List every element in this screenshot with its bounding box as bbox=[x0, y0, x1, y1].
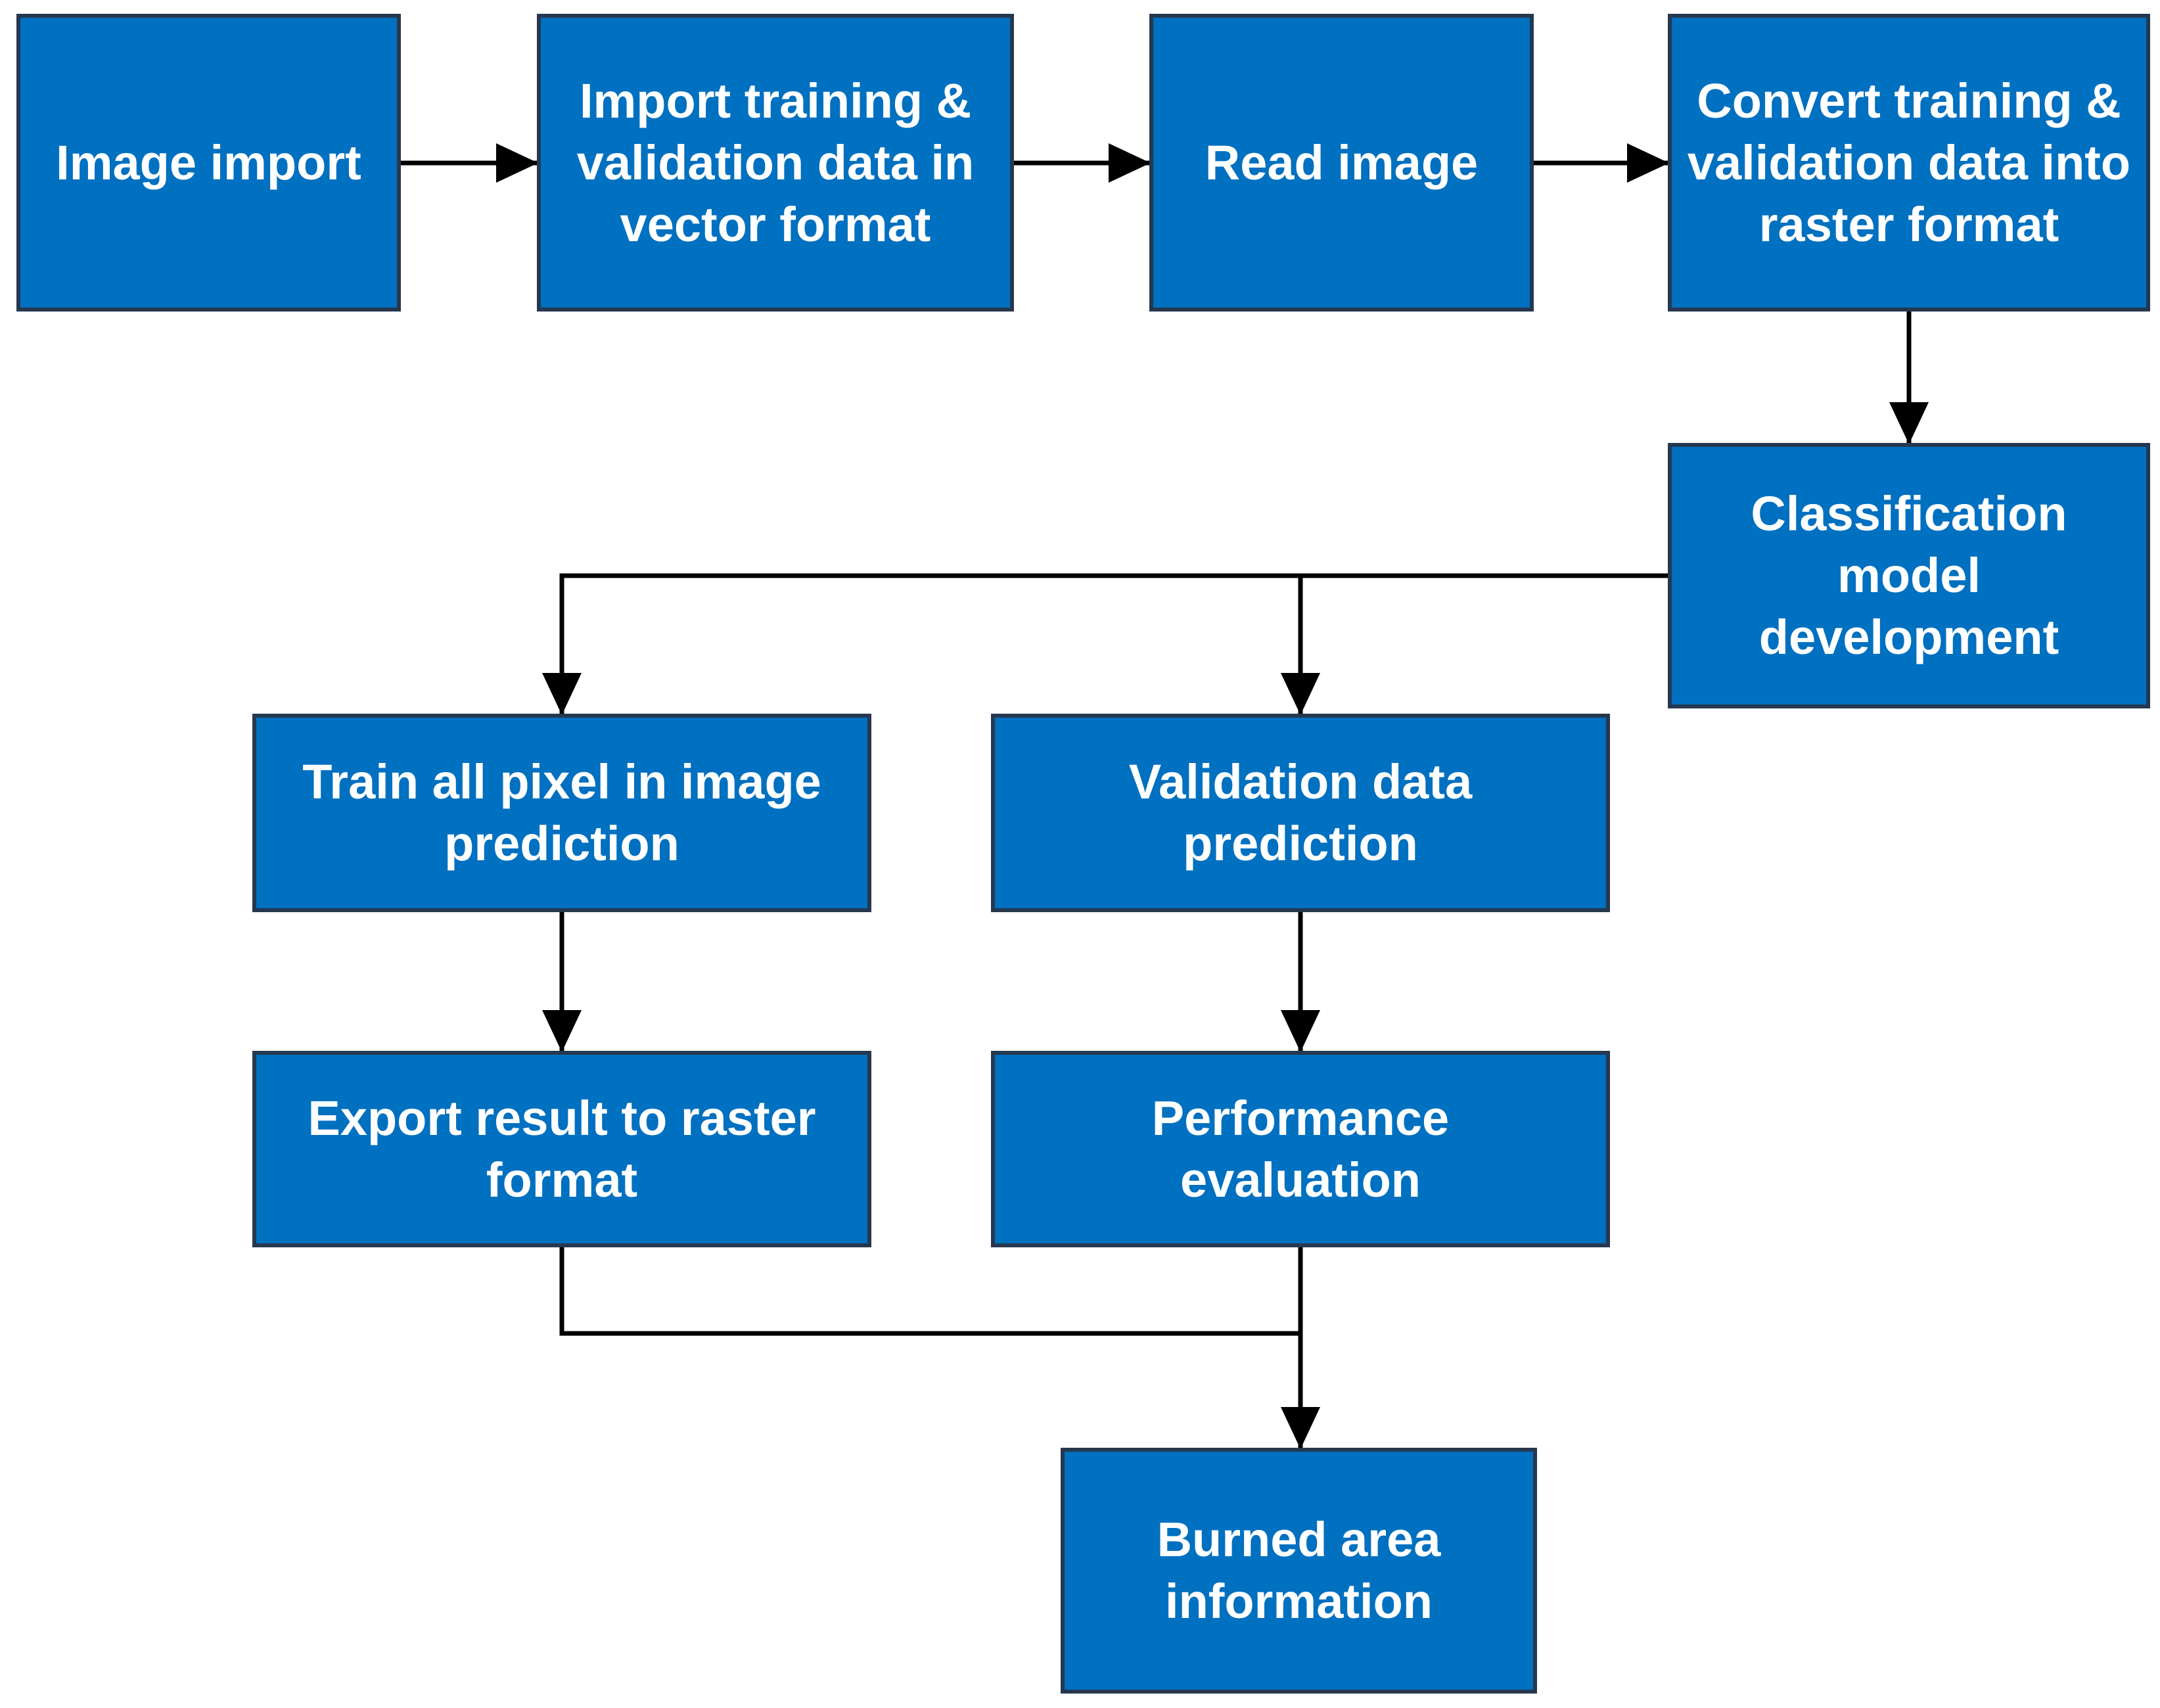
validation-prediction-box: Validation data prediction bbox=[991, 714, 1610, 912]
convert-training-validation-label: Convert training & validation data into … bbox=[1687, 73, 2131, 252]
image-import-box: Image import bbox=[16, 14, 401, 312]
read-image-box: Read image bbox=[1149, 14, 1534, 312]
performance-evaluation-box: Performance evaluation bbox=[991, 1051, 1610, 1247]
classification-model-label: Classification model development bbox=[1751, 486, 2067, 664]
validation-prediction-label: Validation data prediction bbox=[1128, 754, 1473, 871]
train-all-pixel-label: Train all pixel in image prediction bbox=[302, 754, 821, 871]
export-result-label: Export result to raster format bbox=[308, 1090, 816, 1207]
connector-export-to-merge bbox=[559, 1247, 1300, 1336]
classification-model-box: Classification model development bbox=[1668, 443, 2150, 708]
burned-area-label: Burned area information bbox=[1157, 1512, 1441, 1628]
performance-evaluation-label: Performance evaluation bbox=[1151, 1090, 1450, 1207]
convert-training-validation-box: Convert training & validation data into … bbox=[1668, 14, 2150, 312]
train-all-pixel-box: Train all pixel in image prediction bbox=[252, 714, 871, 912]
import-training-validation-label: Import training & validation data in vec… bbox=[576, 73, 975, 252]
export-result-box: Export result to raster format bbox=[252, 1051, 871, 1247]
arrow-classification-to-train-all-pixel bbox=[542, 573, 1668, 715]
image-import-label: Image import bbox=[56, 135, 361, 190]
import-training-validation-box: Import training & validation data in vec… bbox=[537, 14, 1014, 312]
read-image-label: Read image bbox=[1205, 135, 1479, 190]
burned-area-box: Burned area information bbox=[1061, 1448, 1537, 1694]
